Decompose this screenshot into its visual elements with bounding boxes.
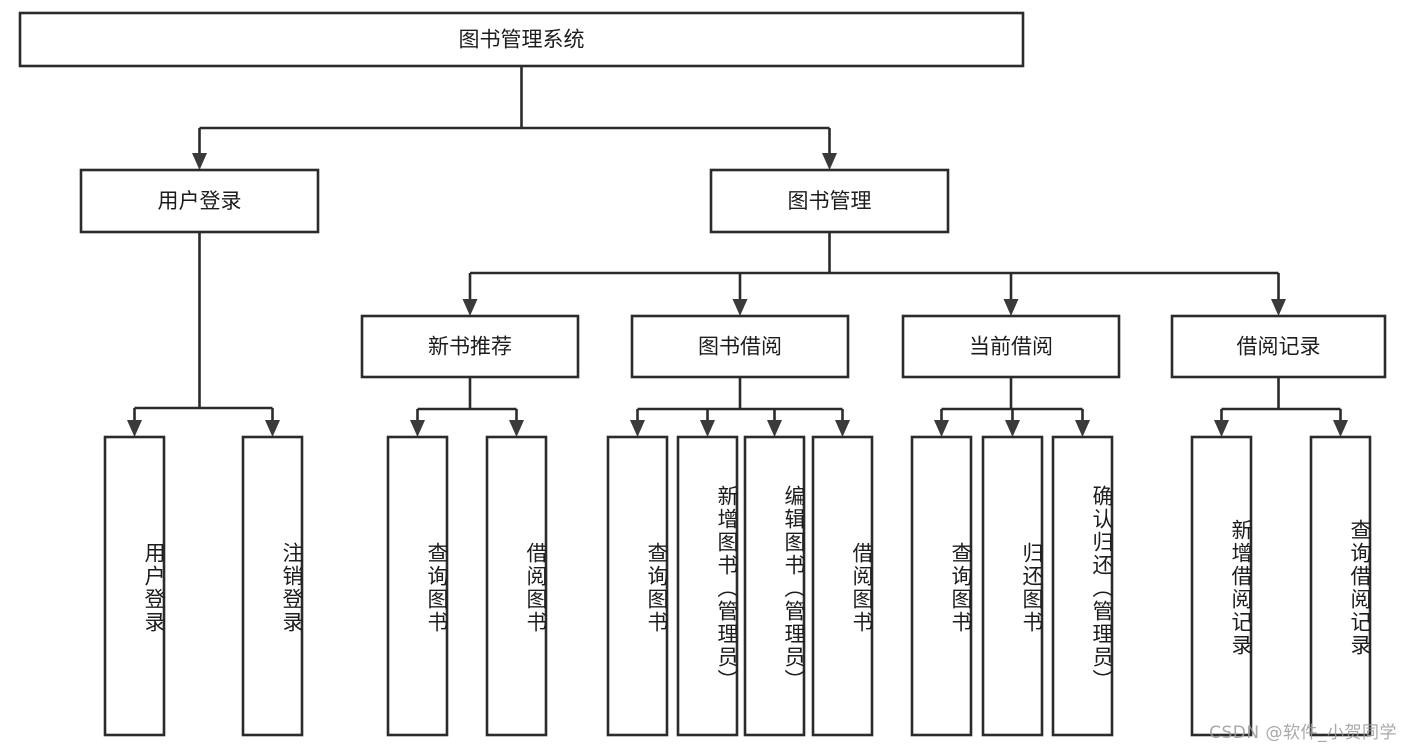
node-box-leaf-query-record[interactable]: [1309, 435, 1372, 737]
node-label-book-borrow: 图书借阅: [698, 335, 782, 359]
node-box-new-book-rec[interactable]: [360, 314, 580, 379]
arrow-head-icon: [192, 153, 207, 170]
arrow-head-icon: [127, 420, 142, 437]
arrow-head-icon: [767, 420, 782, 437]
node-box-leaf-query-book-br[interactable]: [606, 435, 669, 737]
node-label-user-login: 用户登录: [158, 189, 242, 213]
arrow-head-icon: [462, 299, 478, 316]
arrow-head-icon: [410, 420, 425, 437]
node-box-current-borrow[interactable]: [901, 314, 1121, 379]
node-box-leaf-borrow-book-rec[interactable]: [485, 435, 548, 737]
node-label-book-manage: 图书管理: [788, 189, 872, 213]
arrow-head-icon: [265, 420, 280, 437]
connector-layer: [127, 66, 1348, 437]
arrow-head-icon: [700, 420, 715, 437]
node-box-book-manage[interactable]: [709, 168, 950, 234]
arrow-head-icon: [1214, 420, 1229, 437]
node-box-leaf-user-login[interactable]: [103, 435, 166, 737]
node-box-leaf-confirm-return[interactable]: [1051, 435, 1114, 737]
node-box-layer: [18, 11, 1387, 737]
csdn-watermark: CSDN @软件_小贺同学: [1209, 723, 1397, 743]
node-box-leaf-return-book[interactable]: [981, 435, 1044, 737]
arrow-head-icon: [732, 299, 748, 316]
arrow-head-icon: [1005, 420, 1020, 437]
arrow-head-icon: [1271, 299, 1286, 316]
node-box-leaf-query-book-rec[interactable]: [386, 435, 449, 737]
arrow-head-icon: [630, 420, 645, 437]
node-box-leaf-logout[interactable]: [241, 435, 304, 737]
arrow-head-icon: [509, 420, 524, 437]
node-box-leaf-add-record[interactable]: [1190, 435, 1253, 737]
arrow-head-icon: [835, 420, 850, 437]
node-box-leaf-edit-book[interactable]: [743, 435, 806, 737]
node-box-borrow-record[interactable]: [1170, 314, 1387, 379]
arrow-head-icon: [1075, 420, 1090, 437]
node-box-leaf-add-book[interactable]: [676, 435, 739, 737]
node-label-new-book-rec: 新书推荐: [428, 335, 512, 359]
node-label-current-borrow: 当前借阅: [969, 335, 1053, 359]
node-box-leaf-borrow-book-br[interactable]: [811, 435, 874, 737]
node-box-book-borrow[interactable]: [630, 314, 850, 379]
arrow-head-icon: [1003, 299, 1019, 316]
node-box-leaf-query-book-cb[interactable]: [910, 435, 973, 737]
node-box-user-login[interactable]: [79, 168, 320, 234]
arrow-head-icon: [934, 420, 949, 437]
node-label-borrow-record: 借阅记录: [1237, 335, 1321, 359]
arrow-head-icon: [1333, 420, 1348, 437]
node-label-root: 图书管理系统: [459, 28, 585, 52]
arrow-head-icon: [822, 153, 837, 170]
node-box-root[interactable]: [18, 11, 1025, 68]
